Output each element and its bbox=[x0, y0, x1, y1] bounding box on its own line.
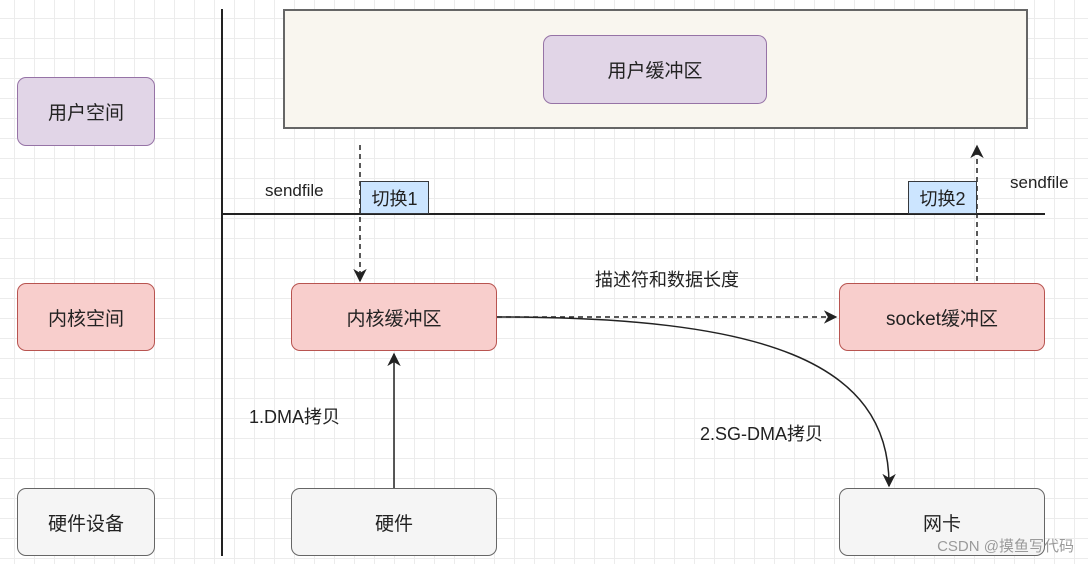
descriptor-label: 描述符和数据长度 bbox=[595, 270, 739, 290]
region-hardware-devices-label: 硬件设备 bbox=[47, 513, 124, 535]
region-hardware-devices: 硬件设备 bbox=[17, 488, 155, 556]
hardware-label: 硬件 bbox=[374, 513, 413, 535]
switch2-label: 切换2 bbox=[919, 188, 966, 209]
socket-buffer-label: socket缓冲区 bbox=[886, 308, 998, 330]
watermark: CSDN @摸鱼写代码 bbox=[937, 538, 1074, 555]
switch2-marker: 切换2 bbox=[908, 181, 977, 214]
switch1-label: 切换1 bbox=[371, 188, 418, 209]
sg-dma-copy-arrow bbox=[496, 316, 896, 488]
user-buffer-label: 用户缓冲区 bbox=[607, 61, 703, 82]
region-user-space-label: 用户空间 bbox=[47, 103, 124, 124]
kernel-buffer-label: 内核缓冲区 bbox=[346, 308, 442, 330]
region-user-space: 用户空间 bbox=[17, 77, 155, 146]
nic-node: 网卡 bbox=[839, 488, 1045, 556]
user-buffer-node: 用户缓冲区 bbox=[543, 35, 767, 104]
dma-copy-label: 1.DMA拷贝 bbox=[249, 407, 341, 427]
socket-buffer-node: socket缓冲区 bbox=[839, 283, 1045, 351]
switch1-marker: 切换1 bbox=[360, 181, 429, 214]
nic-label: 网卡 bbox=[922, 513, 961, 535]
sg-dma-copy-label: 2.SG-DMA拷贝 bbox=[700, 424, 824, 444]
region-kernel-space-label: 内核空间 bbox=[47, 308, 124, 330]
sendfile-call-label: sendfile bbox=[265, 181, 324, 200]
hardware-node: 硬件 bbox=[291, 488, 497, 556]
region-kernel-space: 内核空间 bbox=[17, 283, 155, 351]
sendfile-return-label: sendfile bbox=[1010, 173, 1069, 192]
kernel-buffer-node: 内核缓冲区 bbox=[291, 283, 497, 351]
